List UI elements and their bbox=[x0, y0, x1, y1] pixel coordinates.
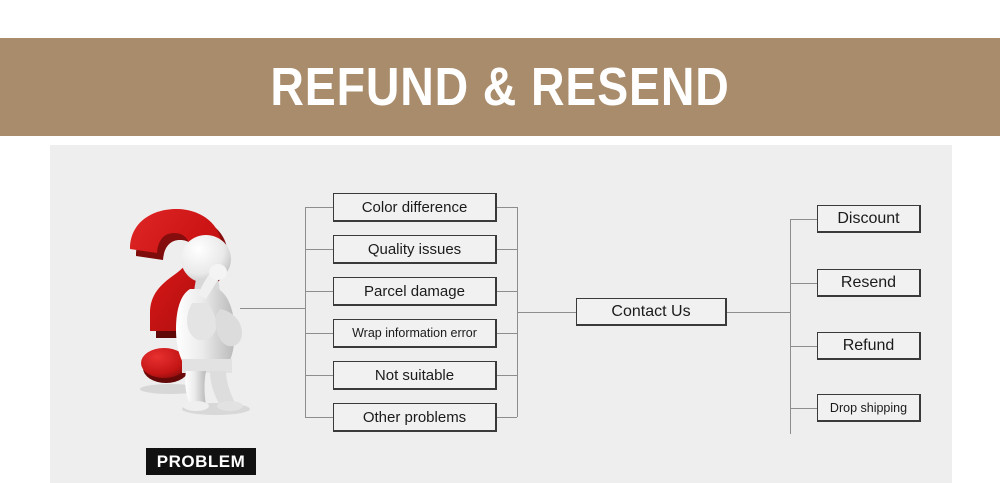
problem-box-label: Wrap information error bbox=[352, 326, 477, 340]
problem-box-label: Not suitable bbox=[374, 366, 455, 384]
problem-box-quality-issues[interactable]: Quality issues bbox=[333, 235, 497, 264]
connector-right-stub-5 bbox=[497, 375, 517, 376]
connector-right-stub-6 bbox=[497, 417, 517, 418]
connector-right-bus bbox=[790, 219, 791, 434]
solution-box-drop-shipping[interactable]: Drop shipping bbox=[817, 394, 921, 422]
solution-box-label: Resend bbox=[840, 273, 897, 291]
solution-box-refund[interactable]: Refund bbox=[817, 332, 921, 360]
solution-box-label: Drop shipping bbox=[829, 400, 908, 415]
problem-box-color-difference[interactable]: Color difference bbox=[333, 193, 497, 222]
problem-box-label: Color difference bbox=[361, 198, 468, 216]
connector-right-stub-2 bbox=[497, 249, 517, 250]
problem-box-label: Parcel damage bbox=[364, 282, 465, 300]
diagram-panel: PROBLEM Color difference Quality issues … bbox=[50, 145, 952, 483]
problem-box-other-problems[interactable]: Other problems bbox=[333, 403, 497, 432]
connector-left-stub-5 bbox=[305, 375, 333, 376]
page-title: REFUND & RESEND bbox=[270, 57, 730, 117]
connector-left-stub-6 bbox=[305, 417, 333, 418]
contact-us-box[interactable]: Contact Us bbox=[576, 298, 727, 326]
connector-left-stub-2 bbox=[305, 249, 333, 250]
solution-box-label: Refund bbox=[842, 336, 895, 354]
connector-solution-stub-4 bbox=[790, 408, 817, 409]
connector-solution-stub-1 bbox=[790, 219, 817, 220]
problem-box-parcel-damage[interactable]: Parcel damage bbox=[333, 277, 497, 306]
problem-box-wrap-information-error[interactable]: Wrap information error bbox=[333, 319, 497, 348]
connector-contact-out bbox=[727, 312, 790, 313]
contact-us-label: Contact Us bbox=[611, 302, 691, 320]
problem-box-not-suitable[interactable]: Not suitable bbox=[333, 361, 497, 390]
solution-box-label: Discount bbox=[837, 209, 900, 227]
solution-box-resend[interactable]: Resend bbox=[817, 269, 921, 297]
connector-source-stem bbox=[240, 308, 305, 309]
connector-left-stub-1 bbox=[305, 207, 333, 208]
connector-right-stub-3 bbox=[497, 291, 517, 292]
thinking-person-icon bbox=[176, 235, 250, 415]
connector-solution-stub-2 bbox=[790, 283, 817, 284]
connector-right-stub-1 bbox=[497, 207, 517, 208]
problem-label-badge: PROBLEM bbox=[146, 448, 256, 475]
solution-box-discount[interactable]: Discount bbox=[817, 205, 921, 233]
connector-left-bus bbox=[305, 207, 306, 417]
page-banner: REFUND & RESEND bbox=[0, 38, 1000, 136]
connector-left-stub-3 bbox=[305, 291, 333, 292]
problem-box-label: Quality issues bbox=[367, 240, 462, 258]
connector-to-contact-us bbox=[517, 312, 576, 313]
connector-left-stub-4 bbox=[305, 333, 333, 334]
connector-solution-stub-3 bbox=[790, 346, 817, 347]
connector-right-stub-4 bbox=[497, 333, 517, 334]
problem-graphic: PROBLEM bbox=[110, 205, 270, 475]
problem-box-label: Other problems bbox=[362, 408, 467, 426]
problem-label-text: PROBLEM bbox=[156, 452, 246, 471]
